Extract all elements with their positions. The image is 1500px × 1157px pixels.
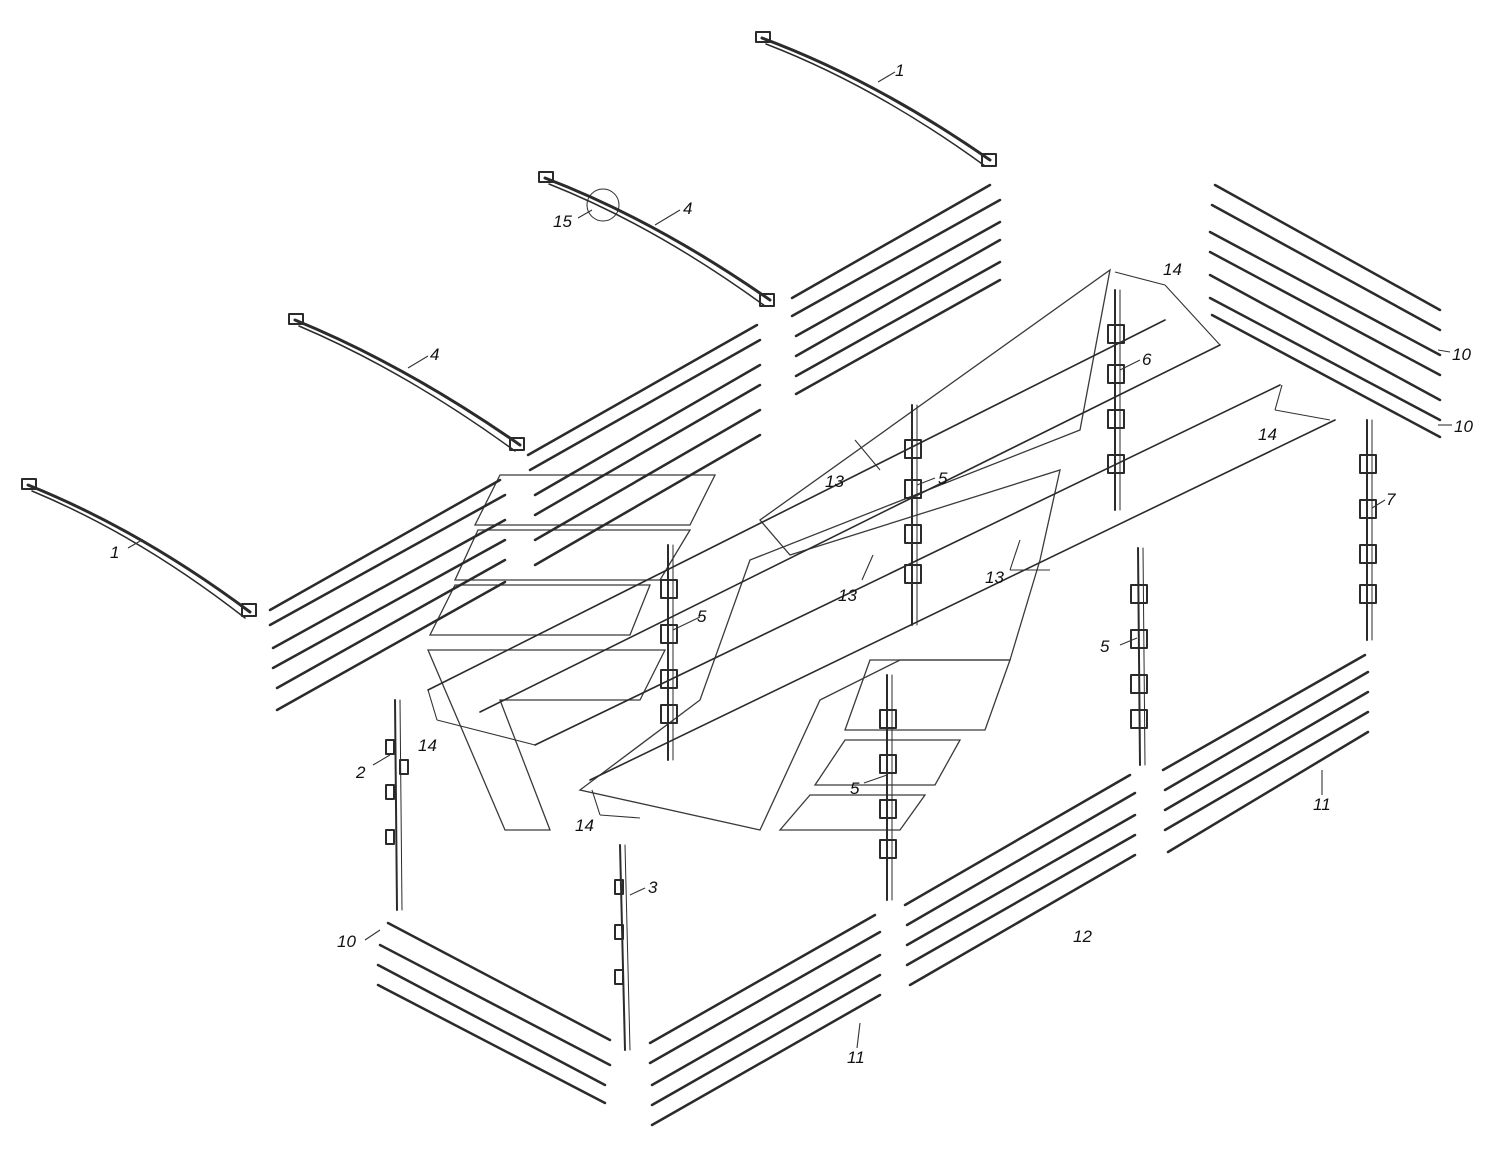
panel-right-rear <box>1161 653 1370 854</box>
panel-rear-right <box>1208 183 1442 439</box>
callout-14-left: 14 <box>418 736 437 755</box>
callout-labels: 1 4 15 4 1 14 6 10 10 14 13 5 7 13 13 5 … <box>110 61 1473 1067</box>
bow-lower-mid <box>288 313 525 452</box>
roof-bows <box>21 31 997 619</box>
detail-circle-15 <box>586 188 620 222</box>
callout-1-top: 1 <box>895 61 904 80</box>
longitudinal-rails <box>427 319 1336 781</box>
bow-front <box>21 478 257 619</box>
side-panels <box>268 183 1442 1127</box>
stake-2 <box>385 699 409 911</box>
callout-6: 6 <box>1142 350 1152 369</box>
callout-5-right: 5 <box>1100 637 1110 656</box>
callout-12: 12 <box>1073 927 1092 946</box>
panel-left-rear <box>790 183 1002 396</box>
panel-front-left <box>376 921 612 1105</box>
stake-3 <box>614 844 631 1051</box>
callout-15: 15 <box>553 212 572 231</box>
callout-13-right: 13 <box>985 568 1004 587</box>
panel-left-front <box>268 478 507 712</box>
leader-lines <box>127 71 1452 1049</box>
callout-4-lower: 4 <box>430 345 439 364</box>
bow-top <box>755 31 997 167</box>
stake-5-c <box>1130 547 1148 766</box>
panel-left-middle <box>526 323 762 567</box>
callout-14-right: 14 <box>1258 425 1277 444</box>
stake-5-a <box>660 544 678 761</box>
panel-right-middle <box>903 773 1137 987</box>
callout-5-left: 5 <box>697 607 707 626</box>
panel-right-front <box>648 913 882 1127</box>
callout-10-upper: 10 <box>1452 345 1471 364</box>
stake-7 <box>1359 419 1377 641</box>
callout-11-front: 11 <box>847 1048 865 1067</box>
callout-5-upper: 5 <box>938 469 948 488</box>
stake-5-d <box>879 674 897 901</box>
callout-10-front: 10 <box>337 932 356 951</box>
callout-11-right: 11 <box>1313 795 1331 814</box>
callout-13-middle: 13 <box>838 586 857 605</box>
callout-3: 3 <box>648 878 658 897</box>
callout-14-bottom: 14 <box>575 816 594 835</box>
callout-10-lower: 10 <box>1454 417 1473 436</box>
callout-13-upper: 13 <box>825 472 844 491</box>
callout-7: 7 <box>1386 490 1396 509</box>
callout-14-top: 14 <box>1163 260 1182 279</box>
callout-1-left: 1 <box>110 543 119 562</box>
stake-5-b <box>904 404 922 626</box>
stakes <box>385 289 1377 1051</box>
watermark-logo <box>427 268 1111 831</box>
callout-2: 2 <box>355 763 366 782</box>
callout-5-lower: 5 <box>850 779 860 798</box>
callout-4-upper: 4 <box>683 199 692 218</box>
bow-upper-mid <box>538 171 775 307</box>
stake-6 <box>1107 289 1125 511</box>
